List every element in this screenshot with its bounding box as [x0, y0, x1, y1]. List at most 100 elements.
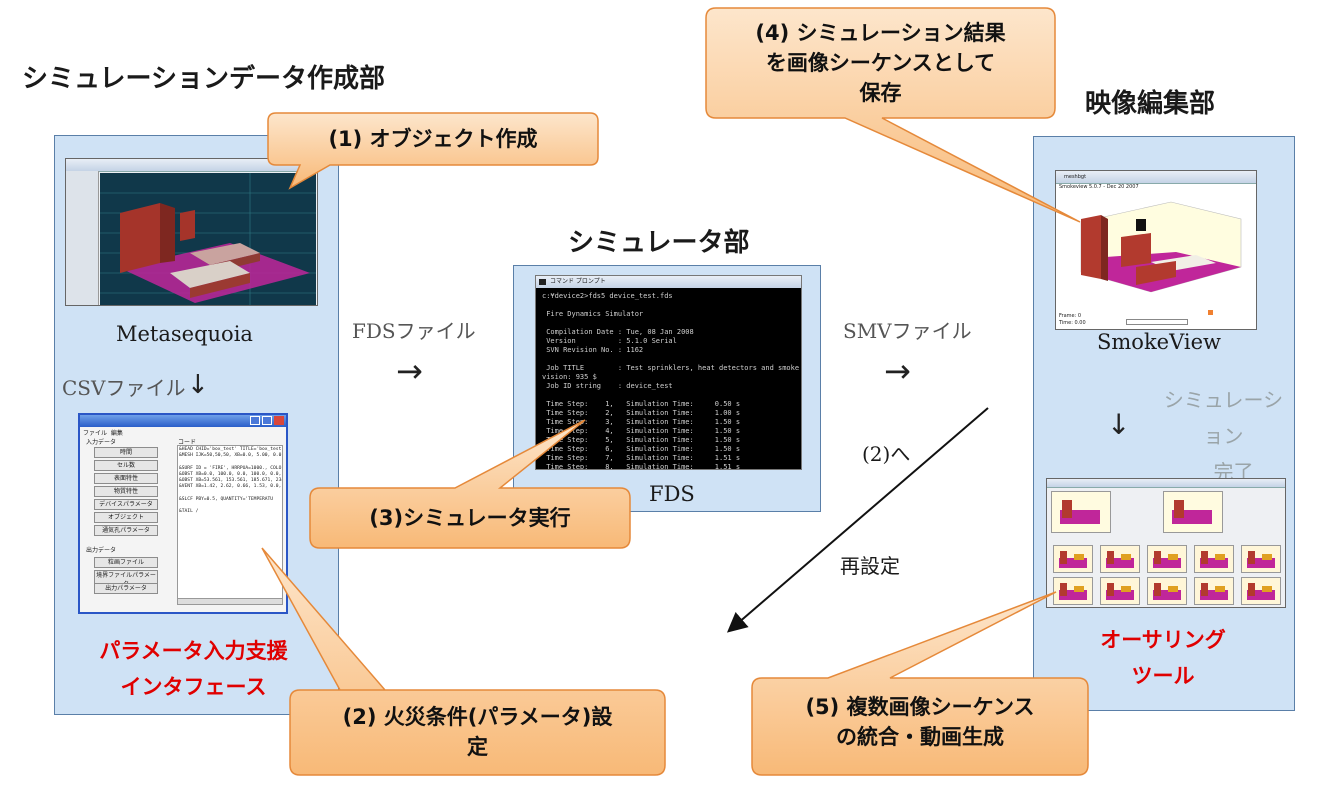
label-reconfigure: 再設定 — [840, 554, 900, 578]
callout-4-line3: 保存 — [859, 81, 902, 105]
param-form-menu: ファイル 編集 — [83, 430, 123, 437]
param-form-titlebar — [80, 415, 286, 427]
label-fds: FDS — [649, 482, 695, 506]
callout-3-text: (3)シミュレータ実行 — [369, 506, 571, 530]
authoring-preview — [1051, 491, 1111, 533]
authoring-thumbnail[interactable] — [1100, 545, 1140, 573]
param-output-header: 出力データ — [86, 547, 117, 554]
label-to-step2: (2)へ — [862, 442, 911, 466]
authoring-thumbnail[interactable] — [1241, 545, 1281, 573]
arrow-complete-down: ↓ — [1107, 408, 1131, 441]
label-authoring: オーサリング ツール — [1063, 622, 1263, 694]
param-input-header: 入力データ — [86, 439, 117, 446]
callout-2-line2: 定 — [467, 735, 488, 759]
console-line: Job ID string : device_test — [542, 382, 673, 390]
callout-1-text: (1) オブジェクト作成 — [328, 127, 538, 151]
authoring-thumbnail[interactable] — [1194, 545, 1234, 573]
console-line: Job TITLE : Test sprinklers, heat detect… — [546, 364, 800, 372]
authoring-thumbnail[interactable] — [1241, 577, 1281, 605]
code-line: &MESH IJK=50,50,50, XB=0.0, 5.00, 0.0, 5 — [179, 453, 283, 459]
smokeview-titlebar: meshbgt — [1056, 171, 1256, 184]
console-line: vision: 935 $ — [542, 373, 597, 381]
authoring-preview — [1163, 491, 1223, 533]
authoring-thumbnail[interactable] — [1053, 545, 1093, 573]
sim-complete-line1: シミュレーション — [1163, 388, 1284, 448]
label-smokeview: SmokeView — [1097, 330, 1222, 354]
authoring-thumbnail[interactable] — [1194, 577, 1234, 605]
callout-5-line1: (5) 複数画像シーケンス — [805, 695, 1035, 719]
code-line: &TAIL / — [179, 509, 199, 515]
param-support-line2: インタフェース — [120, 675, 267, 699]
console-line: Time Step: 3, Simulation Time: 1.50 s — [542, 418, 741, 426]
code-line: &OBST XB=0.0, 100.0, 0.0, 100.0, 0.0, 10… — [179, 471, 283, 477]
console-line: Time Step: 6, Simulation Time: 1.50 s — [542, 445, 741, 453]
smokeview-version: Smokeview 5.0.7 - Dec 20 2007 — [1059, 184, 1139, 190]
param-input-button[interactable]: 通気孔パラメータ — [94, 525, 158, 536]
fds-console-output: c:¥device2>fds5 device_test.fds Fire Dyn… — [536, 288, 801, 470]
metasequoia-toolbar — [66, 171, 99, 305]
console-line: Time Step: 1, Simulation Time: 0.50 s — [542, 400, 741, 408]
authoring-thumbnail[interactable] — [1147, 545, 1187, 573]
authoring-thumbnail[interactable] — [1147, 577, 1187, 605]
code-line: &OBST XB=53.561, 153.561, 185.671, 234 — [179, 478, 283, 484]
console-line: c:¥device2>fds5 device_test.fds — [542, 292, 673, 300]
param-scrollbar — [177, 598, 283, 605]
title-data-creation: シミュレーションデータ作成部 — [22, 64, 385, 94]
metasequoia-titlebar — [66, 159, 317, 172]
close-icon — [274, 416, 284, 425]
console-line: Version : 5.1.0 Serial — [542, 337, 677, 345]
authoring-line1: オーサリング — [1100, 628, 1226, 652]
callout-3-bubble — [309, 419, 631, 549]
label-param-support: パラメータ入力支援 インタフェース — [66, 633, 321, 705]
param-output-button[interactable]: 出力パラメータ — [94, 583, 158, 594]
callout-4-line1: (4) シミュレーション結果 — [755, 21, 1006, 45]
callout-5-line2: の統合・動画生成 — [836, 725, 1004, 749]
callout-4-line2: を画像シーケンスとして — [765, 51, 996, 75]
code-line: &SLCF PBY=0.5, QUANTITY='TEMPERATU — [179, 496, 274, 502]
param-input-button[interactable]: セル数 — [94, 460, 158, 471]
code-line: &SURF ID = 'FIRE', HRRPUA=1000., COLO — [179, 465, 282, 471]
fds-console-title: コマンド プロンプト — [550, 278, 606, 285]
param-input-button[interactable]: 時間 — [94, 447, 158, 458]
label-csv-file: CSVファイル — [62, 376, 186, 400]
param-input-button[interactable]: 表面特性 — [94, 473, 158, 484]
console-line: Compilation Date : Tue, 08 Jan 2008 — [542, 328, 694, 336]
param-input-screenshot: ファイル 編集 入力データ コード 時間セル数表面特性物質特性デバイスパラメータ… — [78, 413, 288, 614]
fds-console-titlebar: コマンド プロンプト — [536, 276, 801, 288]
param-code-header: コード — [178, 439, 197, 446]
smokeview-screenshot: meshbgt Smokeview 5.0.7 - Dec 20 2007 Fr… — [1055, 170, 1257, 330]
callout-2-line1: (2) 火災条件(パラメータ)設 — [342, 705, 613, 729]
label-smv-file: SMVファイル — [843, 319, 972, 343]
param-input-button[interactable]: オブジェクト — [94, 512, 158, 523]
param-input-button[interactable]: 物質特性 — [94, 486, 158, 497]
param-support-line1: パラメータ入力支援 — [99, 639, 288, 663]
authoring-thumbnail[interactable] — [1053, 577, 1093, 605]
title-video-editing: 映像編集部 — [1085, 89, 1216, 119]
param-output-button[interactable]: 粒画ファイル — [94, 557, 158, 568]
arrow-fds-right: → — [396, 352, 423, 390]
console-icon — [539, 279, 546, 285]
arrow-smv-right: → — [884, 352, 911, 390]
console-line: Time Step: 8, Simulation Time: 1.51 s — [542, 463, 741, 470]
param-input-button[interactable]: デバイスパラメータ — [94, 499, 158, 510]
callout-5-bubble — [751, 591, 1089, 776]
smokeview-time: Time: 0.00 — [1059, 320, 1086, 326]
callout-5-text: (5) 複数画像シーケンス の統合・動画生成 — [752, 692, 1088, 752]
smokeview-timebar — [1126, 319, 1188, 325]
console-line: Time Step: 2, Simulation Time: 1.00 s — [542, 409, 741, 417]
label-metasequoia: Metasequoia — [116, 322, 253, 346]
authoring-screenshot — [1046, 478, 1286, 608]
minimize-icon — [250, 416, 260, 425]
fds-console-screenshot: コマンド プロンプト c:¥device2>fds5 device_test.f… — [535, 275, 802, 470]
callout-4-bubble — [705, 7, 1081, 223]
authoring-thumbnail[interactable] — [1100, 577, 1140, 605]
metasequoia-viewport — [100, 173, 316, 305]
arrow-csv-down: ↓ — [187, 370, 209, 400]
callout-1-bubble — [267, 112, 599, 190]
code-line: &VENT XB=1.42, 2.62, 0.66, 1.53, 0.0, 0.… — [179, 484, 282, 490]
callout-2-bubble — [261, 547, 666, 776]
title-simulator: シミュレータ部 — [568, 228, 750, 258]
param-code-area: &HEAD CHID='box_test' TITLE='box_test' /… — [177, 445, 283, 601]
